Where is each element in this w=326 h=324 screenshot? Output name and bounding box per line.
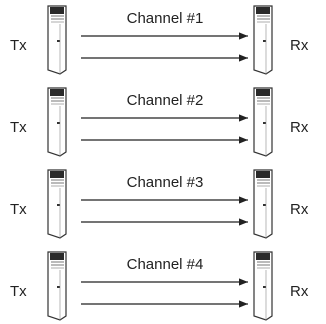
channel-row-1: Tx Channel #1 Rx [10,5,309,75]
tx-module [47,5,67,75]
rx-module [253,5,273,75]
tx-label: Tx [10,37,27,54]
rx-module [253,169,273,239]
rx-module [253,87,273,157]
channel-label: Channel #3 [127,174,204,191]
tx-module [47,169,67,239]
tx-label: Tx [10,201,27,218]
channel-row-3: Tx Channel #3 Rx [10,169,309,239]
rx-label: Rx [290,37,309,54]
tx-module [47,251,67,321]
channel-row-4: Tx Channel #4 Rx [10,251,309,321]
tx-label: Tx [10,283,27,300]
rx-label: Rx [290,119,309,136]
channel-label: Channel #4 [127,256,204,273]
tx-label: Tx [10,119,27,136]
channel-row-2: Tx Channel #2 Rx [10,87,309,157]
channel-label: Channel #1 [127,10,204,27]
rx-label: Rx [290,283,309,300]
rx-label: Rx [290,201,309,218]
channel-label: Channel #2 [127,92,204,109]
rx-module [253,251,273,321]
tx-module [47,87,67,157]
